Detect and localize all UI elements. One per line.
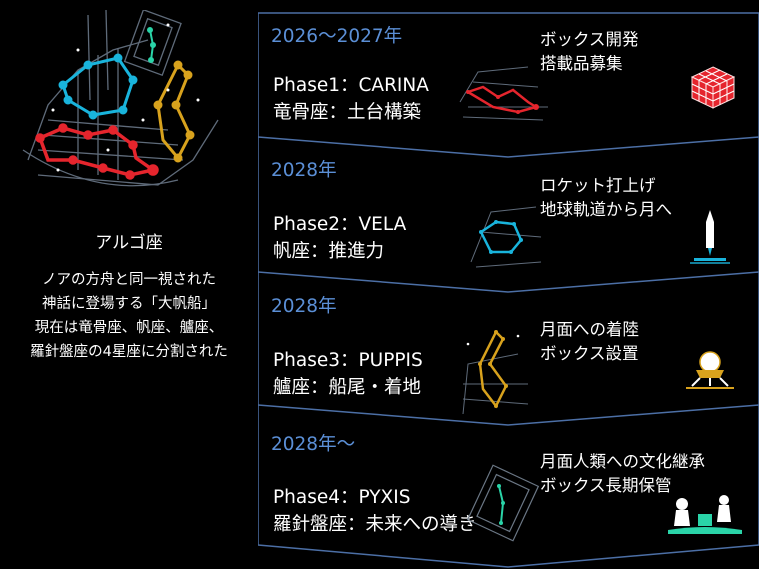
phase-tasks: ボックス開発 搭載品募集	[540, 28, 639, 76]
description-line: 神話に登場する「大帆船」	[42, 296, 216, 312]
task-item: 搭載品募集	[540, 54, 623, 73]
task-item: ボックス設置	[540, 344, 639, 363]
phase-tasks: 月面への着陸 ボックス設置	[540, 318, 639, 366]
phase-label: Phase2：VELA 帆座：推進力	[273, 211, 406, 265]
phase-name: Phase4：PYXIS	[273, 487, 411, 508]
phase-4: 2028年〜 Phase4：PYXIS 羅針盤座：未来への導き 月面人類への文化…	[258, 408, 759, 553]
phase-tasks: ロケット打上げ 地球軌道から月へ	[540, 174, 672, 222]
cube-icon	[690, 66, 736, 109]
description-line: ノアの方舟と同一視された	[42, 272, 216, 288]
task-item: ボックス開発	[540, 30, 639, 49]
phase-label: Phase3：PUPPIS 艫座：船尾・着地	[273, 347, 423, 401]
lunar-lander-icon	[686, 351, 734, 389]
argo-title: アルゴ座	[95, 233, 163, 253]
argo-description: ノアの方舟と同一視された 神話に登場する「大帆船」 現在は竜骨座、帆座、艫座、 …	[0, 268, 258, 364]
task-item: ボックス長期保管	[540, 476, 672, 495]
vela-constellation-icon	[470, 206, 542, 268]
phase-label: Phase1：CARINA 竜骨座：土台構築	[273, 72, 429, 126]
argo-panel: アルゴ座 ノアの方舟と同一視された 神話に登場する「大帆船」 現在は竜骨座、帆座…	[0, 0, 258, 569]
phase-timeline: 2026〜2027年 Phase1：CARINA 竜骨座：土台構築 ボックス開発…	[258, 0, 759, 569]
phase-1: 2026〜2027年 Phase1：CARINA 竜骨座：土台構築 ボックス開発…	[258, 0, 759, 140]
argo-ship-illustration	[22, 10, 219, 187]
task-item: 月面への着陸	[540, 320, 639, 339]
phase-years: 2028年	[271, 160, 337, 181]
phase-2: 2028年 Phase2：VELA 帆座：推進力 ロケット打上げ 地球軌道から月…	[258, 140, 759, 280]
constellation-name: 羅針盤座：未来への導き	[273, 514, 477, 535]
phase-years: 2026〜2027年	[271, 26, 403, 47]
phase-label: Phase4：PYXIS 羅針盤座：未来への導き	[273, 484, 477, 538]
phase-years: 2028年	[271, 296, 337, 317]
task-item: 地球軌道から月へ	[540, 200, 672, 219]
description-line: 羅針盤座の4星座に分割された	[30, 344, 228, 360]
description-line: 現在は竜骨座、帆座、艫座、	[34, 320, 224, 336]
phase-tasks: 月面人類への文化継承 ボックス長期保管	[540, 450, 705, 498]
phase-3: 2028年 Phase3：PUPPIS 艫座：船尾・着地 月面への着陸 ボックス…	[258, 274, 759, 415]
constellation-name: 艫座：船尾・着地	[273, 377, 422, 398]
rocket-launch-icon	[690, 210, 730, 264]
phase-name: Phase3：PUPPIS	[273, 350, 423, 371]
constellation-name: 竜骨座：土台構築	[273, 102, 422, 123]
phase-name: Phase2：VELA	[273, 214, 407, 235]
puppis-constellation-icon	[462, 330, 529, 415]
pyxis-constellation-icon	[466, 464, 540, 542]
task-item: ロケット打上げ	[540, 176, 656, 195]
phase-name: Phase1：CARINA	[273, 75, 429, 96]
task-item: 月面人類への文化継承	[540, 452, 705, 471]
astronauts-icon	[668, 495, 742, 534]
carina-constellation-icon	[459, 66, 548, 121]
phase-years: 2028年〜	[271, 434, 356, 455]
chevron-dividers	[258, 12, 759, 568]
constellation-name: 帆座：推進力	[273, 241, 385, 262]
